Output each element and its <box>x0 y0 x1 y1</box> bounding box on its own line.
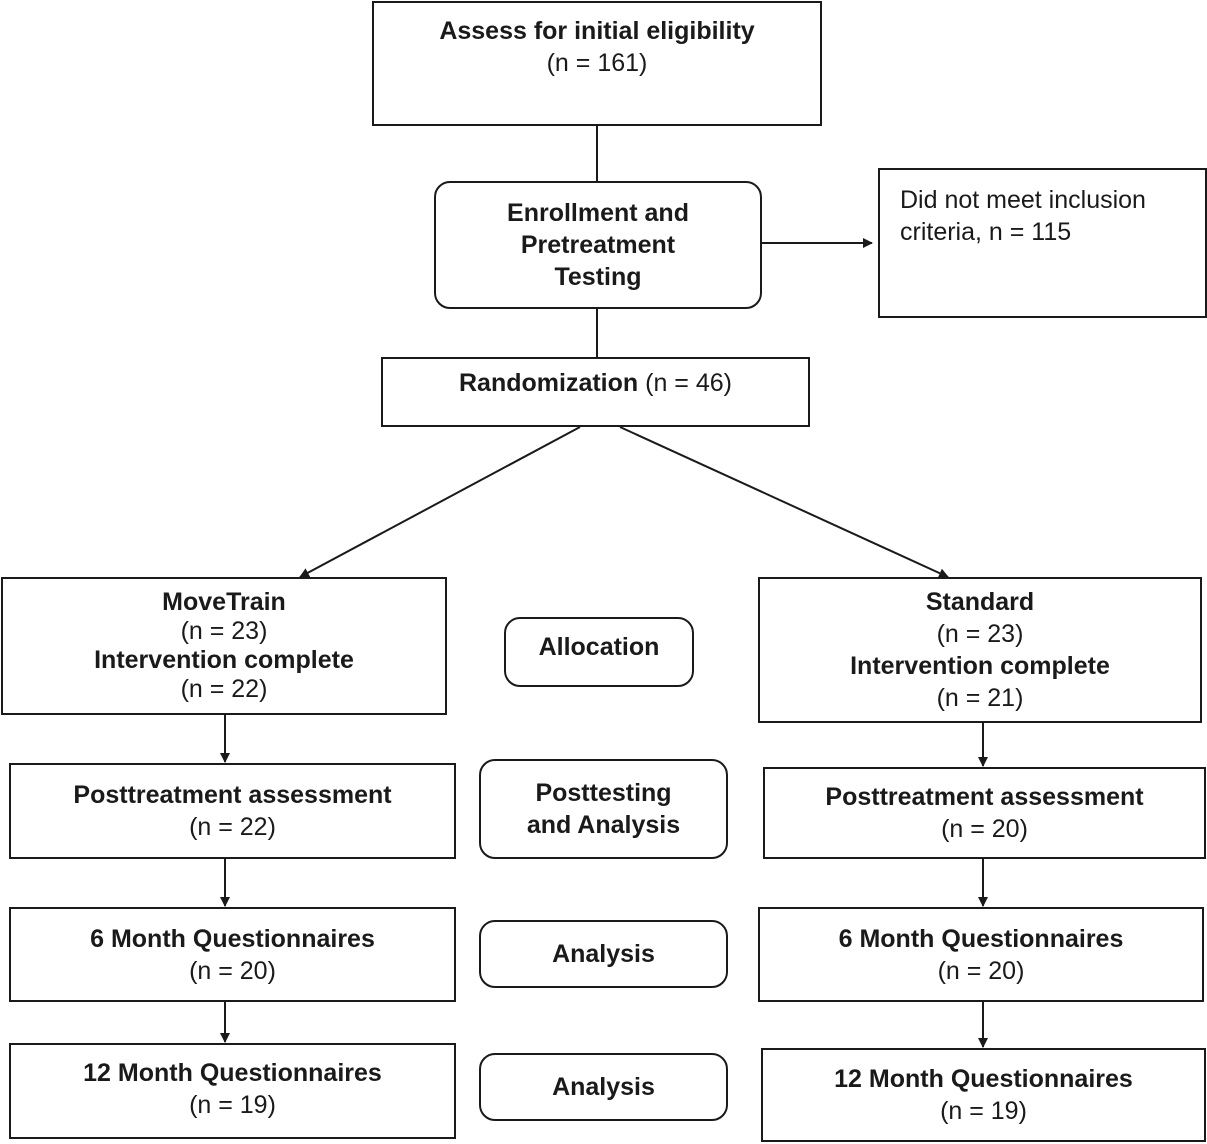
assess-count: (n = 161) <box>546 49 648 77</box>
stage-allocation-label: Allocation <box>538 633 660 661</box>
standard-complete-label: Intervention complete <box>850 652 1110 680</box>
movetrain-twelve-title: 12 Month Questionnaires <box>83 1059 382 1087</box>
movetrain-six-box: 6 Month Questionnaires (n = 20) <box>9 907 456 1002</box>
excluded-line2: criteria, n = 115 <box>900 218 1072 246</box>
movetrain-six-title: 6 Month Questionnaires <box>90 924 375 953</box>
standard-six-title: 6 Month Questionnaires <box>838 924 1124 953</box>
movetrain-twelve-box: 12 Month Questionnaires (n = 19) <box>9 1043 456 1139</box>
stage-analysis-6: Analysis <box>479 920 728 988</box>
stage-allocation: Allocation <box>504 617 694 687</box>
randomization-box: Randomization (n = 46) <box>381 357 810 427</box>
movetrain-complete-label: Intervention complete <box>94 646 354 674</box>
standard-post-count: (n = 20) <box>941 815 1028 843</box>
arrow-to-movetrain <box>299 426 581 578</box>
stage-posttesting-line2: and Analysis <box>526 811 681 839</box>
movetrain-six-count: (n = 20) <box>189 956 276 985</box>
standard-allocation-box: Standard (n = 23) Intervention complete … <box>758 577 1202 723</box>
assess-title: Assess for initial eligibility <box>439 17 755 45</box>
movetrain-post-box: Posttreatment assessment (n = 22) <box>9 763 456 859</box>
enrollment-line2: Pretreatment <box>520 231 676 259</box>
movetrain-count: (n = 23) <box>180 617 268 645</box>
standard-twelve-count: (n = 19) <box>940 1097 1027 1125</box>
stage-analysis-12-label: Analysis <box>552 1073 655 1101</box>
enrollment-line3: Testing <box>554 263 642 291</box>
arrow-to-standard <box>619 426 949 578</box>
standard-twelve-box: 12 Month Questionnaires (n = 19) <box>761 1048 1206 1142</box>
randomization-count: (n = 46) <box>645 369 732 397</box>
assess-box: Assess for initial eligibility (n = 161) <box>372 1 822 126</box>
excluded-line1: Did not meet inclusion <box>900 186 1146 214</box>
enrollment-line1: Enrollment and <box>507 199 689 227</box>
movetrain-allocation-box: MoveTrain (n = 23) Intervention complete… <box>1 577 447 715</box>
stage-posttesting-line1: Posttesting <box>535 779 672 807</box>
standard-twelve-title: 12 Month Questionnaires <box>834 1065 1133 1093</box>
excluded-box: Did not meet inclusion criteria, n = 115 <box>878 168 1207 318</box>
movetrain-post-count: (n = 22) <box>189 813 276 841</box>
standard-six-count: (n = 20) <box>937 956 1025 985</box>
stage-analysis-6-label: Analysis <box>552 940 655 968</box>
standard-six-box: 6 Month Questionnaires (n = 20) <box>758 907 1204 1002</box>
enrollment-box: Enrollment and Pretreatment Testing <box>434 181 762 309</box>
randomization-title: Randomization <box>459 369 639 397</box>
standard-count: (n = 23) <box>936 620 1024 648</box>
standard-post-title: Posttreatment assessment <box>825 783 1144 811</box>
standard-post-box: Posttreatment assessment (n = 20) <box>763 767 1206 859</box>
movetrain-title: MoveTrain <box>162 588 286 616</box>
stage-analysis-12: Analysis <box>479 1053 728 1121</box>
standard-title: Standard <box>925 588 1035 616</box>
stage-posttesting: Posttesting and Analysis <box>479 759 728 859</box>
movetrain-twelve-count: (n = 19) <box>189 1091 276 1119</box>
movetrain-post-title: Posttreatment assessment <box>73 781 392 809</box>
standard-complete-count: (n = 21) <box>936 684 1024 712</box>
movetrain-complete-count: (n = 22) <box>180 675 268 703</box>
